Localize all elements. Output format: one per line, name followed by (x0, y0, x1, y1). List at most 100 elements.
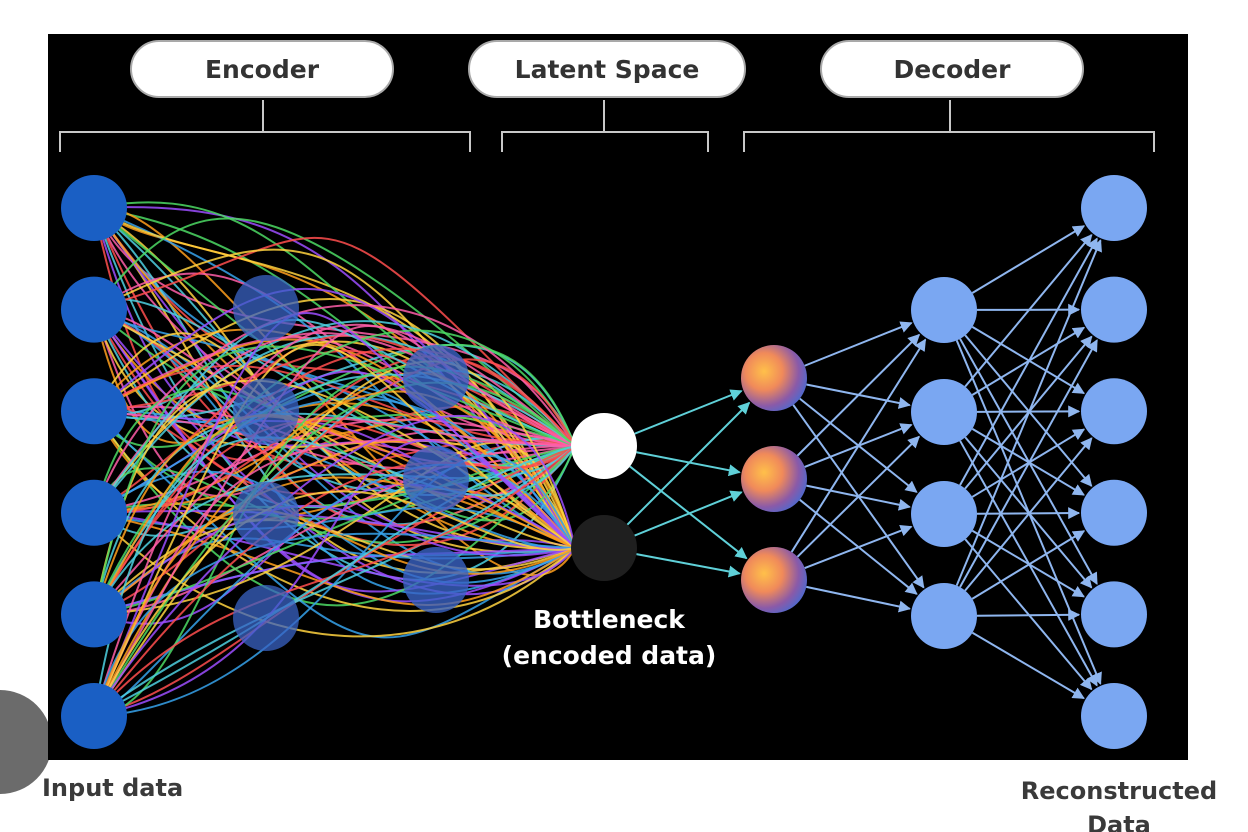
encoder-connection-line (93, 364, 576, 447)
bottleneck-to-decoder-arrow (629, 465, 748, 560)
encoder-connection-line (93, 438, 576, 717)
decoder-connections (626, 225, 1102, 700)
encoder-connection-line (93, 512, 576, 638)
encoder-connection-line (93, 385, 576, 549)
decoder-hidden-arrow (790, 338, 927, 553)
encoder-hidden2-node (403, 446, 469, 512)
decoder-output-arrow (964, 233, 1093, 388)
decoder-gradient-node (741, 345, 807, 411)
network-canvas (61, 175, 1147, 749)
encoder-connection-line (93, 248, 576, 549)
encoder-connection-line (93, 410, 576, 612)
input-node (61, 175, 127, 241)
diagram-panel: Encoder Latent Space Decoder Bottleneck … (48, 34, 1188, 760)
encoder-connections (93, 201, 576, 717)
output-node (1081, 175, 1147, 241)
encoder-connection-line (93, 287, 576, 549)
encoder-connection-line (93, 207, 576, 549)
decoder-hidden-node (911, 277, 977, 343)
decoder-label: Decoder (893, 54, 1011, 84)
encoder-connection-line (93, 324, 576, 717)
encoder-connection-line (93, 490, 576, 717)
bottleneck-subtitle: (encoded data) (501, 641, 717, 670)
output-node (1081, 378, 1147, 445)
bottleneck-node-white (571, 413, 637, 479)
encoder-connection-line (93, 547, 576, 616)
reconstructed-line2: Data (1087, 811, 1151, 832)
encoder-pill: Encoder (130, 40, 394, 98)
encoder-connection-line (93, 201, 576, 447)
decoder-gradient-node (741, 547, 807, 613)
encoder-connection-line (93, 236, 576, 447)
encoder-connection-line (93, 347, 576, 615)
decoder-hidden-arrow (796, 333, 921, 457)
encoder-connection-line (93, 323, 576, 717)
encoder-connection-line (93, 511, 576, 587)
decoder-gradient-node (741, 446, 807, 512)
input-node (61, 683, 127, 749)
output-node (1081, 479, 1147, 546)
decoder-hidden-node (911, 379, 977, 445)
output-node (1081, 581, 1147, 648)
decoder-hidden-arrow (804, 321, 913, 367)
decoder-output-arrow (971, 530, 1086, 600)
decoder-output-arrow (971, 225, 1086, 294)
decoder-output-arrow (971, 427, 1085, 496)
encoder-connection-line (93, 445, 576, 616)
bottleneck-to-decoder-arrow (636, 553, 741, 578)
encoder-connection-line (93, 511, 576, 607)
encoder-hidden1-node (233, 378, 299, 445)
encoder-connection-line (93, 329, 576, 615)
input-node (61, 479, 127, 546)
bottleneck-to-decoder-arrow (634, 490, 743, 537)
encoder-connection-line (93, 207, 576, 549)
decoder-hidden-arrow (796, 435, 920, 558)
encoder-connection-line (93, 444, 576, 616)
encoder-connection-line (93, 414, 576, 717)
bottleneck-to-decoder-arrow (626, 401, 751, 526)
decoder-output-arrow (955, 239, 1102, 586)
encoder-connection-line (93, 532, 576, 717)
encoder-connection-line (93, 454, 576, 717)
encoder-connection-line (93, 445, 576, 717)
encoder-hidden1-node (233, 585, 299, 651)
decoder-output-arrow (964, 437, 1093, 592)
decoder-output-arrow (959, 237, 1098, 486)
encoder-connection-line (93, 439, 576, 717)
encoder-connection-line (93, 355, 576, 514)
encoder-hidden2-node (403, 345, 469, 411)
encoder-connection-line (93, 381, 576, 717)
latent-space-label: Latent Space (514, 54, 700, 84)
encoder-connection-line (93, 311, 576, 717)
encoder-connection-line (93, 504, 576, 616)
output-node (1081, 276, 1147, 343)
decoder-hidden-node (911, 583, 977, 649)
input-data-label: Input data (42, 774, 184, 802)
encoder-connection-line (93, 445, 576, 717)
encoder-bracket (58, 100, 472, 154)
output-node (1081, 683, 1147, 749)
encoder-hidden1-node (233, 481, 299, 548)
latent-bracket (500, 100, 710, 154)
bottleneck-title: Bottleneck (533, 605, 685, 634)
decoder-output-arrow (976, 608, 1081, 621)
decoder-output-arrow (971, 631, 1085, 700)
input-node (61, 378, 127, 445)
input-node (61, 581, 127, 648)
network-nodes (61, 175, 1147, 749)
encoder-hidden1-node (233, 275, 299, 341)
decoder-output-arrow (959, 339, 1098, 588)
decoder-hidden-arrow (806, 585, 911, 613)
decoder-hidden-node (911, 481, 977, 547)
encoder-connection-line (93, 360, 576, 717)
encoder-label: Encoder (204, 54, 320, 84)
encoder-connection-line (93, 508, 576, 717)
encoder-hidden2-node (403, 547, 469, 613)
decoder-output-arrow (971, 529, 1085, 598)
reconstructed-data-label: Reconstructed Data (1000, 774, 1238, 832)
latent-space-pill: Latent Space (468, 40, 746, 98)
bottleneck-to-decoder-arrow (636, 451, 741, 477)
encoder-connection-line (93, 445, 576, 717)
bottleneck-node-dark (571, 515, 637, 581)
